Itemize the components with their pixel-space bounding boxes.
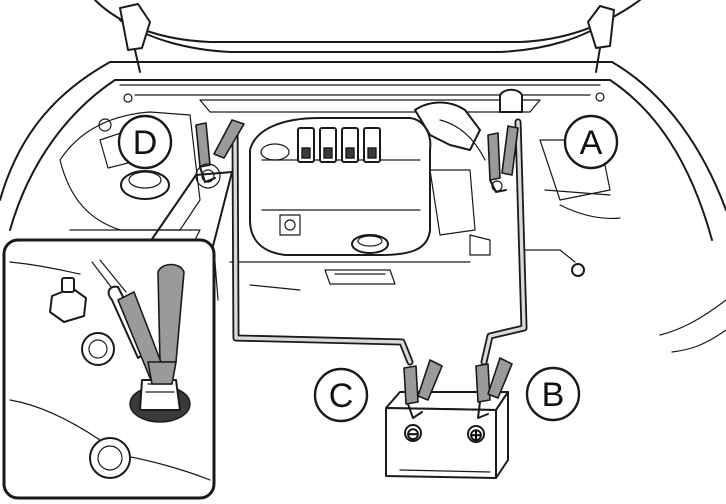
- intake-and-right-compartment: [414, 88, 621, 277]
- ground-point-detail-inset: [2, 163, 233, 500]
- booster-battery: [385, 391, 509, 479]
- clamp-booster-positive-b: [475, 357, 513, 419]
- battery-negative-terminal: [404, 424, 422, 442]
- callout-b: [525, 366, 581, 422]
- callout-b-label: B: [542, 376, 565, 414]
- callout-a: [563, 114, 619, 170]
- callout-c: [313, 367, 369, 423]
- engine-cover: [249, 117, 432, 256]
- clamp-ground-point-d: [195, 119, 245, 183]
- battery-positive-terminal: [467, 425, 485, 443]
- clamp-booster-negative-c: [403, 359, 443, 419]
- lower-engine-bay: [199, 259, 471, 301]
- callout-c-label: C: [329, 377, 354, 415]
- hood-strut-right: [587, 5, 615, 73]
- negative-terminal-label: ⊖: [406, 425, 420, 444]
- hood-strut-left: [119, 3, 151, 73]
- positive-jumper-cable: [480, 118, 528, 366]
- callout-a-label: A: [580, 124, 603, 162]
- callout-d-label: D: [133, 124, 158, 162]
- clamp-dead-battery-positive-a: [487, 125, 519, 193]
- positive-terminal-label: ⊕: [469, 426, 483, 445]
- cowl-panel: [119, 84, 605, 113]
- negative-jumper-cable: [231, 121, 414, 366]
- callout-d: [117, 114, 173, 170]
